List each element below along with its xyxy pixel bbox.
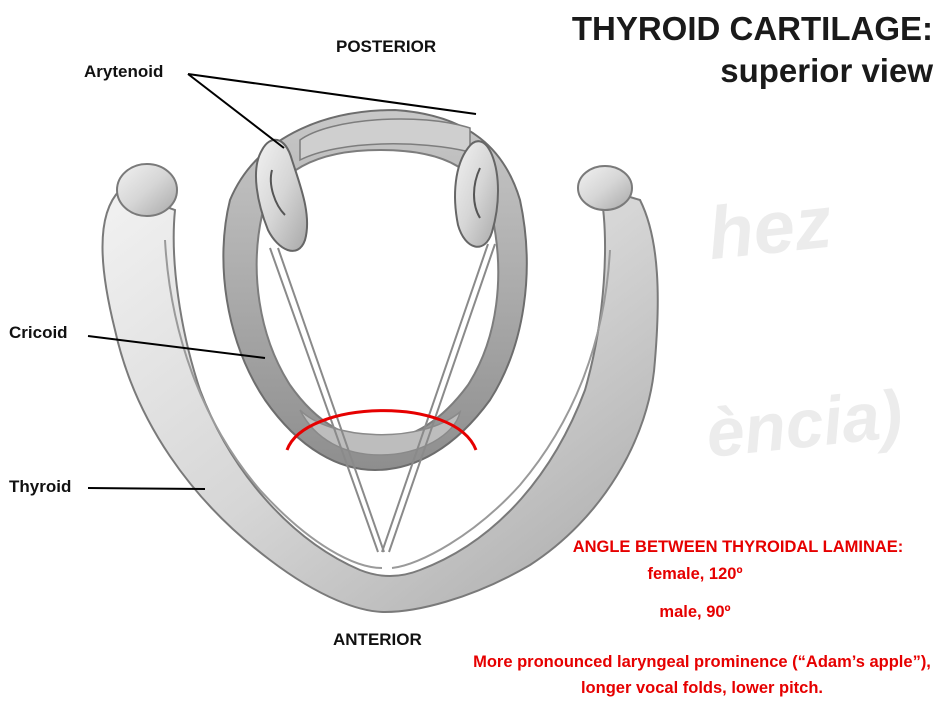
anterior-label: ANTERIOR — [333, 630, 422, 650]
angle-description: More pronounced laryngeal prominence (“A… — [458, 649, 946, 701]
figure-title: THYROID CARTILAGE: superior view — [572, 8, 933, 92]
male-angle: male, 90º — [560, 603, 830, 622]
arytenoid-label: Arytenoid — [84, 62, 163, 82]
title-line-2: superior view — [572, 50, 933, 92]
thyroid-label: Thyroid — [9, 477, 71, 497]
posterior-label: POSTERIOR — [336, 37, 436, 57]
cricoid-label: Cricoid — [9, 323, 68, 343]
title-line-1: THYROID CARTILAGE: — [572, 8, 933, 50]
female-angle: female, 120º — [560, 565, 830, 584]
angle-heading: ANGLE BETWEEN THYROIDAL LAMINAE: — [528, 538, 948, 557]
